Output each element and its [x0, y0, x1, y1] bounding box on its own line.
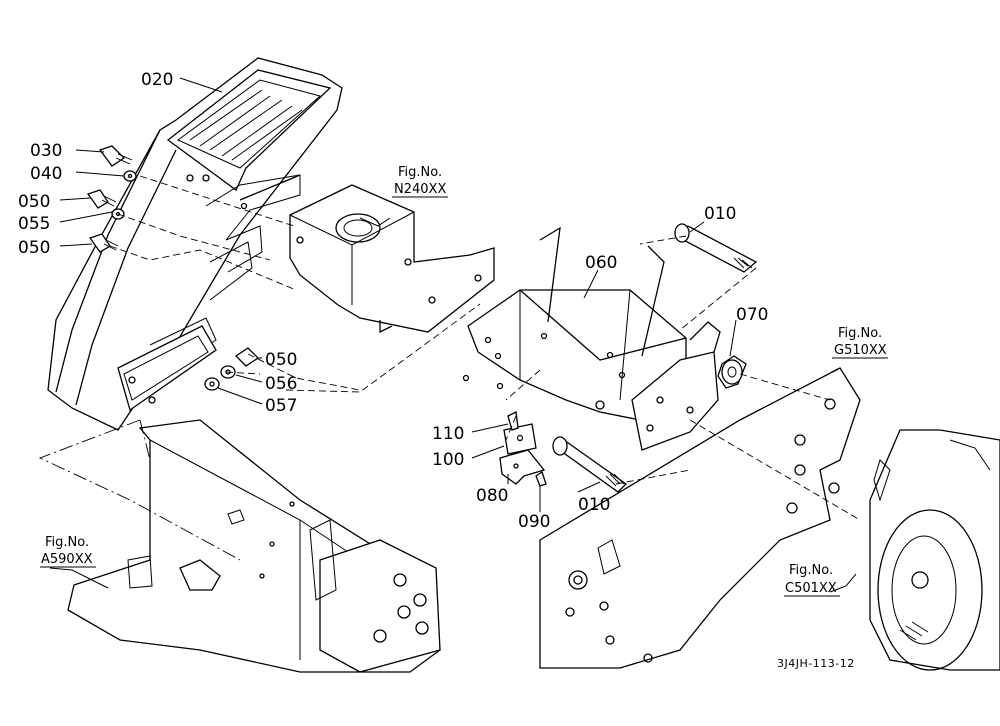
fig-ref-n240-code: N240XX: [394, 182, 446, 197]
label-050-upper[interactable]: 050: [18, 192, 50, 212]
label-070[interactable]: 070: [736, 305, 768, 325]
fig-ref-g510-label: Fig.No.: [838, 326, 882, 341]
fig-ref-n240[interactable]: Fig.No. N240XX: [392, 165, 448, 198]
bolt-030: [98, 145, 133, 167]
bolt-050-upper: [86, 189, 117, 209]
label-080[interactable]: 080: [476, 486, 508, 506]
floor-frame-a590: [67, 419, 441, 673]
bolt-050-lower: [234, 347, 260, 367]
screw-110: [507, 411, 519, 431]
bolt-010-upper: [674, 223, 758, 273]
label-060[interactable]: 060: [585, 253, 617, 273]
leader-lines: [49, 77, 857, 593]
label-020[interactable]: 020: [141, 70, 173, 90]
fig-ref-a590[interactable]: Fig.No. A590XX: [40, 535, 96, 568]
assembly-lines: [38, 175, 861, 561]
label-057[interactable]: 057: [265, 396, 297, 416]
fig-ref-g510-code: G510XX: [834, 343, 887, 358]
screw-090: [535, 470, 547, 487]
bolt-010-lower: [552, 436, 628, 493]
transmission-housing-c501: [869, 429, 1000, 671]
label-010-upper[interactable]: 010: [704, 204, 736, 224]
fig-ref-a590-code: A590XX: [41, 552, 93, 567]
support-bracket-060: [462, 226, 721, 451]
steering-column-cover-020: [47, 57, 343, 431]
label-040[interactable]: 040: [30, 164, 62, 184]
fig-ref-g510[interactable]: Fig.No. G510XX: [832, 326, 888, 359]
fig-ref-n240-label: Fig.No.: [398, 165, 442, 180]
fig-ref-c501[interactable]: Fig.No. C501XX: [784, 563, 840, 597]
label-055[interactable]: 055: [18, 214, 50, 234]
bracket-080: [499, 449, 546, 485]
figure-references: Fig.No. N240XX Fig.No. G510XX Fig.No. A5…: [40, 165, 888, 597]
washer-040: [123, 170, 137, 182]
label-100[interactable]: 100: [432, 450, 464, 470]
fig-ref-a590-label: Fig.No.: [45, 535, 89, 550]
washer-057: [204, 377, 220, 391]
label-056[interactable]: 056: [265, 374, 297, 394]
part-labels: 020 030 040 050 055 050 050 056 057 010 …: [18, 70, 768, 532]
label-050-middle[interactable]: 050: [18, 238, 50, 258]
steering-post-bracket: [289, 184, 495, 334]
label-110[interactable]: 110: [432, 424, 464, 444]
label-050-lower[interactable]: 050: [265, 350, 297, 370]
plate-100: [503, 423, 537, 455]
fig-ref-c501-code: C501XX: [785, 581, 837, 596]
collar-070: [717, 355, 747, 389]
label-030[interactable]: 030: [30, 141, 62, 161]
washer-055: [111, 208, 125, 220]
fig-ref-c501-label: Fig.No.: [789, 563, 833, 578]
label-090[interactable]: 090: [518, 512, 550, 532]
drawing-code: 3J4JH-113-12: [777, 657, 855, 670]
label-010-lower[interactable]: 010: [578, 495, 610, 515]
